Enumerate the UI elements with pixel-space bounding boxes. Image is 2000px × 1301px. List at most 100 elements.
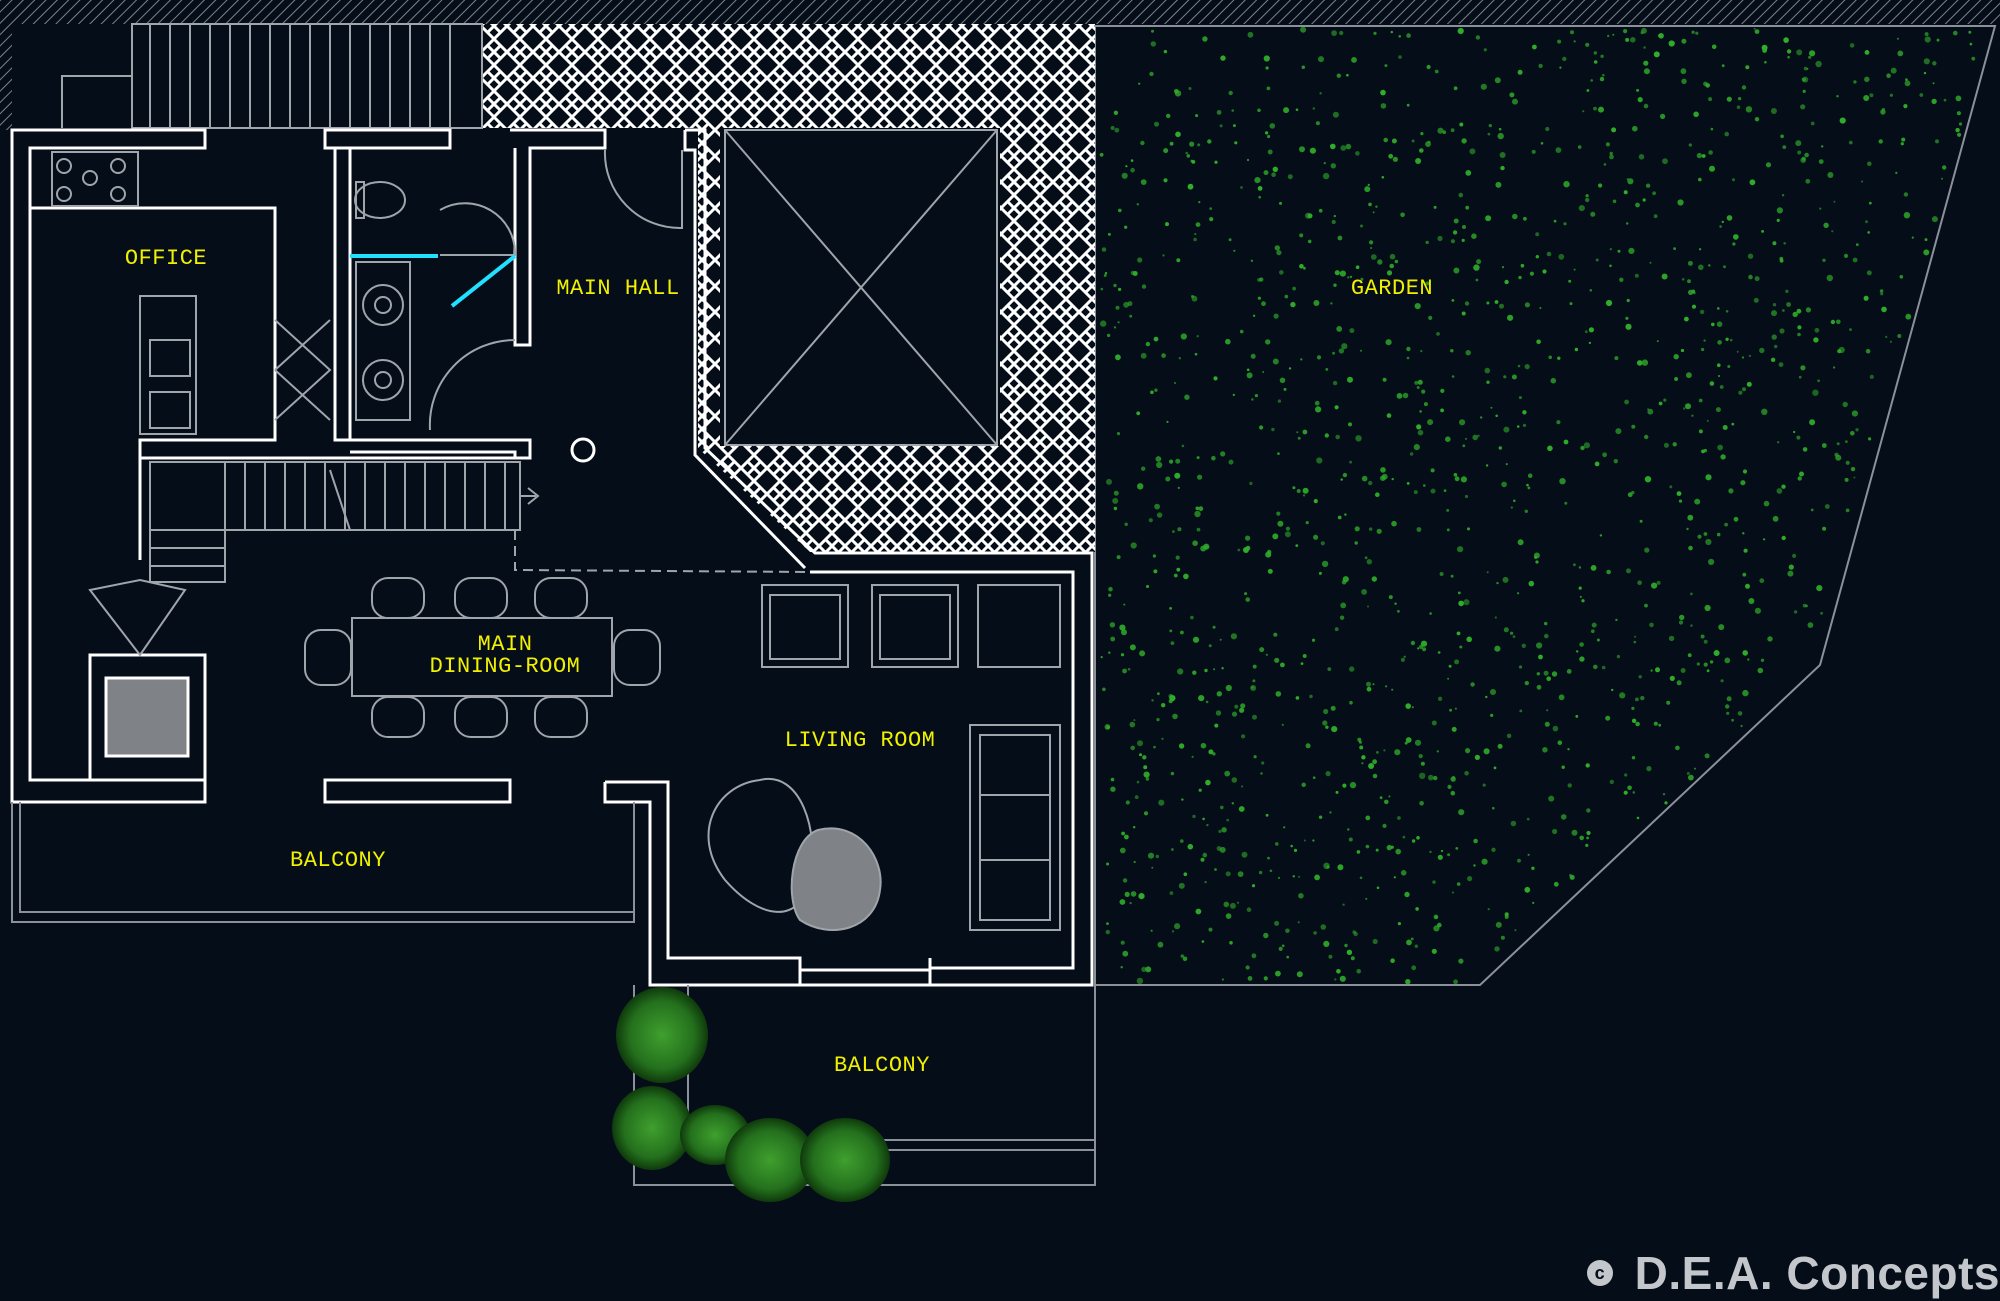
garden-dot [1276,250,1281,255]
garden-dot [1912,237,1914,239]
garden-dot [1349,838,1353,842]
garden-dot [1122,951,1128,957]
garden-dot [1548,356,1552,360]
garden-dot [1331,706,1336,711]
garden-dot [1544,634,1549,639]
living-furniture [709,585,1060,930]
garden-dot [1924,58,1930,64]
garden-dot [1932,61,1936,65]
garden-dot [1420,350,1422,352]
garden-dot [1881,307,1887,313]
garden-dot [1261,761,1264,764]
label-balcony-bottom: BALCONY [834,1053,930,1078]
garden-dot [1137,740,1143,746]
garden-dot [1234,705,1238,709]
garden-dot [1276,511,1280,515]
garden-dot [1473,839,1478,844]
garden-dot [1274,658,1279,663]
garden-dot [1330,302,1332,304]
garden-dot [1131,542,1137,548]
garden-dot [1321,541,1325,545]
garden-dot [1454,219,1459,224]
garden-dot [1625,38,1629,42]
garden-dot [1602,666,1606,670]
garden-dot [1845,440,1848,443]
garden-dot [1259,425,1263,429]
garden-dot [1532,150,1536,154]
garden-dot [1415,945,1418,948]
garden-dot [1942,165,1946,169]
garden-dot [1367,687,1372,692]
copyright-icon: c [1587,1260,1613,1286]
garden-dot [1197,475,1202,480]
garden-dot [1462,225,1466,229]
garden-dot [1106,479,1112,485]
garden-dot [1792,554,1796,558]
garden-dot [1411,938,1414,941]
garden-dot [1473,864,1475,866]
garden-dot [1404,656,1406,658]
garden-dot [1803,90,1806,93]
garden-dot [1252,715,1257,720]
garden-dot [1528,487,1531,490]
garden-dot [1644,68,1650,74]
garden-dot [1270,870,1273,873]
garden-dot [1125,892,1130,897]
garden-dot [1586,837,1589,840]
garden-dot [1301,662,1304,665]
garden-dot [1732,178,1735,181]
garden-dot [1663,793,1665,795]
garden-dot [1797,309,1802,314]
garden-dot [1149,518,1153,522]
watermark-text: D.E.A. Concepts [1635,1246,2000,1300]
garden-dot [1564,440,1569,445]
garden-dot [1389,595,1393,599]
garden-dot [1106,863,1109,866]
garden-dot [1197,143,1200,146]
garden-dot [1202,818,1205,821]
garden-dot [1772,241,1776,245]
garden-dot [1279,270,1284,275]
garden-dot [1315,401,1320,406]
garden-dot [1816,585,1822,591]
garden-dot [1897,51,1903,57]
garden-dot [1122,173,1128,179]
garden-dot [1372,576,1377,581]
garden-dot [1640,520,1643,523]
garden-dot [1905,314,1911,320]
garden-dot [1175,459,1180,464]
garden-dot [1643,61,1648,66]
garden-dot [1737,105,1741,109]
garden-dot [1333,381,1337,385]
garden-dot [1428,775,1434,781]
garden-dot [1684,317,1689,322]
garden-dot [1247,159,1249,161]
office-fixtures [52,152,330,434]
garden-dot [1932,216,1938,222]
garden-dot [1745,65,1749,69]
garden-dot [1705,474,1711,480]
garden-dot [1604,163,1607,166]
garden-dot [1162,254,1164,256]
garden-dot [1419,148,1424,153]
label-dining-line2: DINING-ROOM [430,654,581,679]
garden-dot [1542,269,1546,273]
garden-dot [1369,527,1372,530]
garden-dot [1557,357,1560,360]
garden-dot [1597,639,1600,642]
garden-dot [1717,321,1723,327]
garden-dot [1681,68,1687,74]
garden-dot [1225,339,1231,345]
garden-dot [1755,608,1761,614]
garden-dot [1738,391,1742,395]
garden-dot [1466,350,1471,355]
garden-dot [1849,141,1853,145]
garden-dot [1728,488,1733,493]
garden-dot [1419,754,1423,758]
garden-dot [1638,97,1643,102]
garden-dot [1360,350,1362,352]
garden-dot [1344,944,1347,947]
garden-dot [1535,560,1538,563]
garden-dot [1217,110,1222,115]
garden-dot [1317,355,1321,359]
